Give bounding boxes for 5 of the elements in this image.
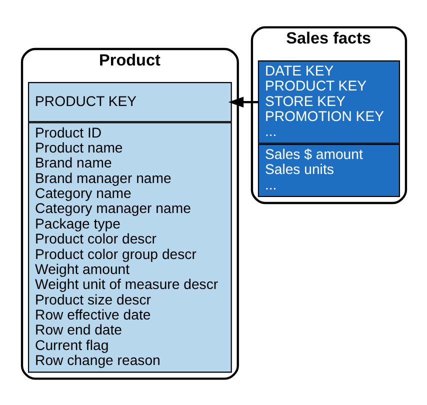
node-box: PRODUCT KEY bbox=[27, 82, 232, 122]
arrow bbox=[228, 96, 258, 107]
node-box: Product ID Product name Brand name Brand manager name Category name Category manager name Package type Product color descr Product color group descr Weight amount Weight unit of measure descr Product size descr Row effective date Row end date Current flag Row change reason bbox=[27, 122, 232, 372]
node-box: DATE KEY PRODUCT KEY STORE KEY PROMOTION KEY ... bbox=[257, 60, 400, 144]
node-box: Sales $ amount Sales units ... bbox=[257, 143, 400, 197]
